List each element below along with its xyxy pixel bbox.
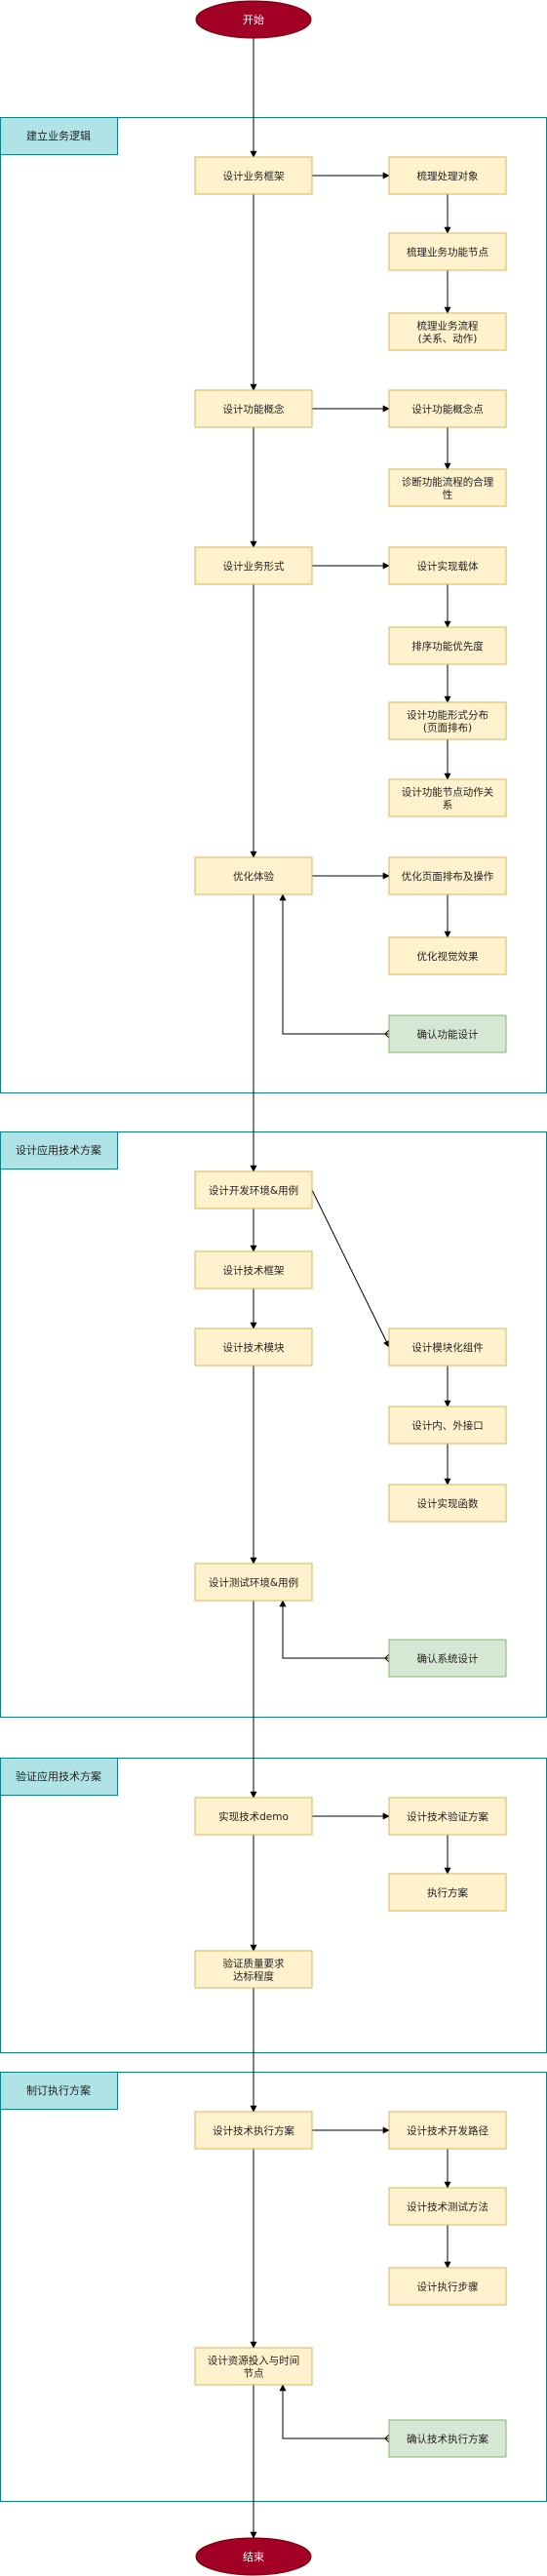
node-label: 设计测试环境&用例: [209, 1576, 298, 1589]
node-label: 设计技术开发路径: [407, 2124, 488, 2137]
process-node: 优化视觉效果: [388, 936, 507, 975]
node-label: 优化视觉效果: [417, 950, 479, 963]
process-node: 设计技术框架: [194, 1250, 313, 1289]
node-label: 设计实现函数: [417, 1497, 479, 1510]
process-node: 设计开发环境&用例: [194, 1170, 313, 1209]
process-node: 设计实现载体: [388, 546, 507, 585]
process-node: 实现技术demo: [194, 1797, 313, 1836]
node-label: 设计资源投入与时间: [208, 2355, 300, 2367]
terminal-label: 开始: [243, 13, 264, 26]
confirm-node: 确认技术执行方案: [388, 2419, 507, 2458]
terminal-label: 结束: [243, 2551, 264, 2563]
process-node: 设计业务框架: [194, 156, 313, 195]
node-label: 确认技术执行方案: [407, 2433, 488, 2445]
node-label: 节点: [244, 2368, 264, 2380]
process-node: 设计技术验证方案: [388, 1797, 507, 1836]
node-label: 执行方案: [427, 1886, 468, 1899]
phase-label: 制订执行方案: [26, 2083, 91, 2097]
node-label: 设计技术执行方案: [213, 2124, 294, 2137]
process-node: 设计业务形式: [194, 546, 313, 585]
process-node: 设计测试环境&用例: [194, 1563, 313, 1602]
node-label: (页面排布): [423, 722, 472, 734]
node-label: 排序功能优先度: [411, 640, 484, 653]
node-label: 确认功能设计: [417, 1028, 479, 1041]
node-label: 诊断功能流程的合理: [402, 476, 494, 489]
node-label: 性: [443, 489, 453, 501]
node-label: 达标程度: [233, 1970, 274, 1983]
connector: [283, 894, 389, 1034]
process-node: 设计内、外接口: [388, 1406, 507, 1445]
node-label: (关系、动作): [418, 333, 478, 345]
process-node: 设计模块化组件: [388, 1328, 507, 1367]
confirm-node: 确认系统设计: [388, 1639, 507, 1678]
node-label: 设计技术框架: [223, 1264, 285, 1277]
node-label: 梳理业务功能节点: [407, 246, 488, 258]
node-label: 设计内、外接口: [411, 1419, 484, 1432]
node-label: 设计功能概念: [223, 403, 285, 416]
node-label: 设计开发环境&用例: [209, 1184, 298, 1197]
process-node: 优化页面排布及操作: [388, 856, 507, 895]
process-node: 设计执行步骤: [388, 2267, 507, 2306]
process-node: 设计实现函数: [388, 1484, 507, 1523]
process-node: 设计功能概念: [194, 389, 313, 428]
node-label: 优化体验: [233, 870, 274, 883]
node-label: 实现技术demo: [218, 1810, 289, 1823]
end-terminal: 结束: [195, 2537, 312, 2576]
process-node: 设计技术测试方法: [388, 2187, 507, 2226]
node-label: 设计功能概念点: [411, 403, 484, 416]
process-node: 梳理业务功能节点: [388, 232, 507, 271]
process-node: 梳理处理对象: [388, 156, 507, 195]
node-label: 设计实现载体: [417, 560, 479, 573]
node-label: 优化页面排布及操作: [402, 870, 494, 883]
phase-container: 设计应用技术方案: [0, 1131, 547, 1718]
process-node: 设计技术模块: [194, 1328, 313, 1367]
phase-label: 验证应用技术方案: [16, 1769, 101, 1783]
node-label: 验证质量要求: [223, 1958, 285, 1970]
node-label: 设计技术测试方法: [407, 2200, 488, 2213]
connector: [283, 1601, 389, 1658]
process-node: 排序功能优先度: [388, 626, 507, 665]
process-node: 设计技术开发路径: [388, 2111, 507, 2150]
process-node: 设计功能形式分布(页面排布): [388, 701, 507, 740]
node-label: 梳理业务流程: [417, 320, 479, 333]
node-label: 系: [443, 800, 453, 812]
process-node: 执行方案: [388, 1873, 507, 1912]
phase-container: 制订执行方案: [0, 2072, 547, 2502]
phase-container: 验证应用技术方案: [0, 1758, 547, 2053]
node-label: 确认系统设计: [417, 1652, 479, 1665]
process-node: 设计功能概念点: [388, 389, 507, 428]
node-label: 梳理处理对象: [417, 170, 479, 182]
node-label: 设计业务形式: [223, 560, 285, 573]
phase-label: 设计应用技术方案: [16, 1143, 101, 1157]
node-label: 设计技术验证方案: [407, 1810, 488, 1823]
connector: [311, 1189, 390, 1348]
connector: [283, 2385, 389, 2438]
confirm-node: 确认功能设计: [388, 1014, 507, 1053]
node-label: 设计业务框架: [223, 170, 285, 182]
node-label: 设计技术模块: [223, 1341, 285, 1354]
node-label: 设计模块化组件: [411, 1341, 484, 1354]
node-label: 设计功能节点动作关: [402, 786, 494, 799]
process-node: 设计技术执行方案: [194, 2111, 313, 2150]
process-node: 梳理业务流程(关系、动作): [388, 312, 507, 351]
start-terminal: 开始: [195, 0, 312, 39]
node-label: 设计执行步骤: [417, 2280, 479, 2293]
phase-label: 建立业务逻辑: [26, 129, 91, 142]
process-node: 优化体验: [194, 856, 313, 895]
phase-container: 建立业务逻辑: [0, 117, 547, 1093]
node-label: 设计功能形式分布: [407, 709, 488, 722]
